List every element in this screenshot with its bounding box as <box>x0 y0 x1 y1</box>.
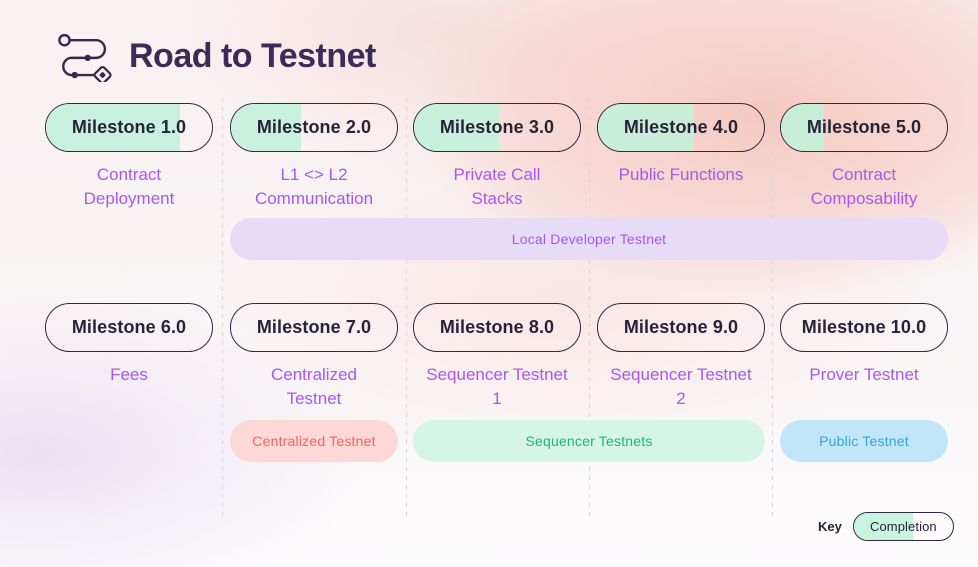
milestone-description: Sequencer Testnet 1 <box>426 365 568 408</box>
milestone-description: Fees <box>110 365 148 384</box>
milestone-pill[interactable]: Milestone 2.0 <box>230 103 398 152</box>
completion-fill <box>853 513 914 540</box>
phase-banner: Sequencer Testnets <box>413 420 765 462</box>
phase-banner-label: Public Testnet <box>819 433 909 449</box>
header: Road to Testnet <box>55 30 376 82</box>
milestone-label: Milestone 5.0 <box>806 117 922 137</box>
phase-banner-label: Local Developer Testnet <box>511 231 667 247</box>
milestone-description: Centralized Testnet <box>271 365 357 408</box>
milestone-description: L1 <> L2 Communication <box>254 165 374 208</box>
milestone-description: Contract Composability <box>810 165 918 208</box>
milestone-label: Milestone 1.0 <box>71 117 187 137</box>
phase-banner-label: Centralized Testnet <box>252 433 376 449</box>
milestone-description: Sequencer Testnet 2 <box>610 365 752 408</box>
milestone: Milestone 2.0 L1 <> L2 Communication <box>230 103 398 211</box>
milestone: Milestone 4.0 Public Functions <box>597 103 765 187</box>
route-icon <box>55 30 113 82</box>
milestone-pill[interactable]: Milestone 3.0 <box>413 103 581 152</box>
phase-banner-label: Sequencer Testnets <box>525 433 653 449</box>
milestone-label: Milestone 6.0 <box>71 317 187 337</box>
milestone: Milestone 1.0 Contract Deployment <box>45 103 213 211</box>
milestone-description: Public Functions <box>618 165 744 184</box>
milestone-label: Milestone 9.0 <box>623 317 739 337</box>
milestone: Milestone 10.0 Prover Testnet <box>780 303 948 387</box>
milestone-label: Milestone 10.0 <box>801 317 927 337</box>
milestone-label: Milestone 2.0 <box>256 117 372 137</box>
milestone-pill[interactable]: Milestone 4.0 <box>597 103 765 152</box>
column-separator <box>405 98 407 516</box>
milestone-description: Prover Testnet <box>809 365 919 384</box>
completion-fill <box>46 104 181 151</box>
milestone-description: Private Call Stacks <box>453 165 541 208</box>
milestone-label: Milestone 7.0 <box>256 317 372 337</box>
column-separator <box>221 98 223 516</box>
milestone: Milestone 9.0 Sequencer Testnet 2 <box>597 303 765 411</box>
key-completion-pill: Completion <box>852 512 954 541</box>
milestone: Milestone 8.0 Sequencer Testnet 1 <box>413 303 581 411</box>
milestone-label: Milestone 3.0 <box>439 117 555 137</box>
milestone: Milestone 5.0 Contract Composability <box>780 103 948 211</box>
milestone: Milestone 6.0 Fees <box>45 303 213 387</box>
milestone-label: Milestone 8.0 <box>439 317 555 337</box>
key-legend: Key Completion <box>818 512 954 541</box>
phase-banner: Public Testnet <box>780 420 948 462</box>
milestone-description: Contract Deployment <box>83 165 175 208</box>
key-pill-label: Completion <box>869 519 937 534</box>
milestone-pill[interactable]: Milestone 9.0 <box>597 303 765 352</box>
milestone: Milestone 7.0 Centralized Testnet <box>230 303 398 411</box>
phase-banner: Centralized Testnet <box>230 420 398 462</box>
completion-fill <box>781 104 825 151</box>
milestone-pill[interactable]: Milestone 8.0 <box>413 303 581 352</box>
page-title: Road to Testnet <box>129 36 376 75</box>
milestone-pill[interactable]: Milestone 10.0 <box>780 303 948 352</box>
completion-fill <box>231 104 301 151</box>
column-separator <box>771 98 773 516</box>
key-label: Key <box>818 519 842 534</box>
milestone-pill[interactable]: Milestone 1.0 <box>45 103 213 152</box>
milestone-pill[interactable]: Milestone 5.0 <box>780 103 948 152</box>
phase-banner: Local Developer Testnet <box>230 218 948 260</box>
milestone-pill[interactable]: Milestone 6.0 <box>45 303 213 352</box>
column-separator <box>588 98 590 516</box>
milestone-label: Milestone 4.0 <box>623 117 739 137</box>
completion-fill <box>598 104 695 151</box>
completion-fill <box>414 104 499 151</box>
milestone-pill[interactable]: Milestone 7.0 <box>230 303 398 352</box>
milestone: Milestone 3.0 Private Call Stacks <box>413 103 581 211</box>
